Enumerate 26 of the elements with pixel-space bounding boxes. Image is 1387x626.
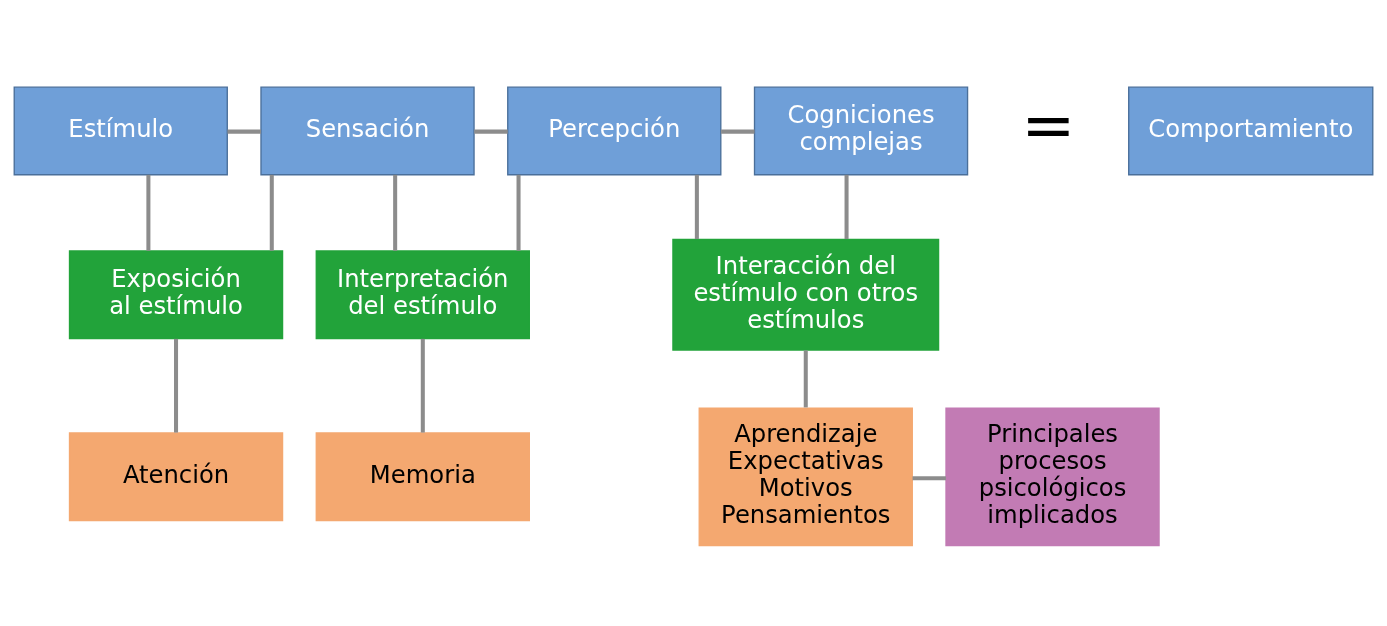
- connector: [474, 129, 508, 134]
- connector: [420, 338, 425, 433]
- connector: [912, 476, 946, 481]
- node-box: Atención: [68, 432, 284, 522]
- connector: [269, 174, 274, 251]
- node-box: Memoria: [315, 432, 530, 522]
- node-box: Comportamiento: [1128, 86, 1374, 176]
- node-box: Cogniciones complejas: [753, 86, 969, 176]
- node-box: Interacción del estímulo con otros estímulos: [672, 238, 940, 351]
- connector: [844, 174, 849, 239]
- node-box: Percepción: [507, 86, 722, 176]
- connector: [393, 174, 398, 251]
- label: =: [1021, 87, 1076, 163]
- connector: [227, 129, 261, 134]
- connector: [694, 174, 699, 239]
- node-box: Aprendizaje Expectativas Motivos Pensamientos: [698, 407, 913, 547]
- connector: [516, 174, 521, 251]
- connector: [174, 338, 179, 433]
- connector: [803, 350, 808, 408]
- connector: [721, 129, 755, 134]
- node-box: Sensación: [260, 86, 475, 176]
- node-box: Estímulo: [13, 86, 228, 176]
- node-box: Principales procesos psicológicos implicados: [945, 407, 1160, 547]
- connector: [146, 174, 151, 251]
- node-box: Interpretación del estímulo: [315, 250, 530, 340]
- node-box: Exposición al estímulo: [68, 250, 284, 340]
